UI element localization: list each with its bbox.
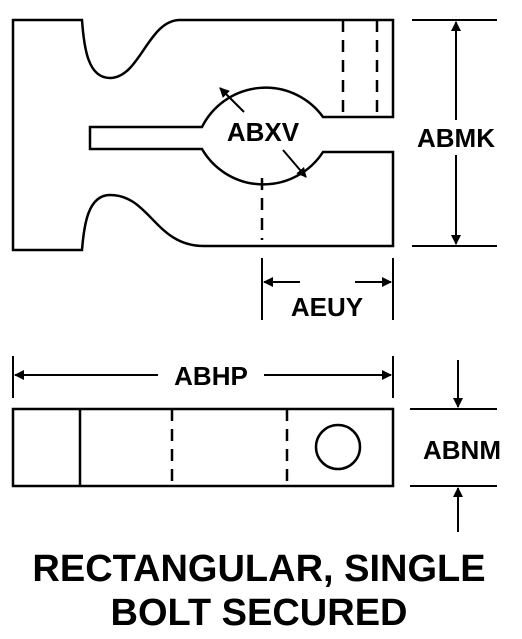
abmk-label: ABMK xyxy=(417,123,495,153)
abhp-label: ABHP xyxy=(174,361,248,391)
side-view xyxy=(11,407,395,488)
bolt-hole xyxy=(314,423,362,471)
caption-line-1: RECTANGULAR, SINGLE xyxy=(32,548,485,590)
clamp-side-outline xyxy=(11,407,395,488)
aeuy-dimension: AEUY xyxy=(261,258,394,322)
top-view: ABXV xyxy=(11,18,395,252)
bore-diameter-arrow-upper xyxy=(219,87,245,113)
abmk-dimension: ABMK xyxy=(412,19,497,247)
abxv-label: ABXV xyxy=(227,117,300,147)
clamp-top-outline xyxy=(11,18,395,252)
aeuy-label: AEUY xyxy=(291,292,363,322)
abhp-dimension: ABHP xyxy=(12,356,394,398)
abnm-dimension: ABNM xyxy=(410,360,501,532)
bore-diameter-arrow-lower xyxy=(282,149,307,178)
abnm-label: ABNM xyxy=(423,435,501,465)
caption-line-2: BOLT SECURED xyxy=(111,592,408,634)
